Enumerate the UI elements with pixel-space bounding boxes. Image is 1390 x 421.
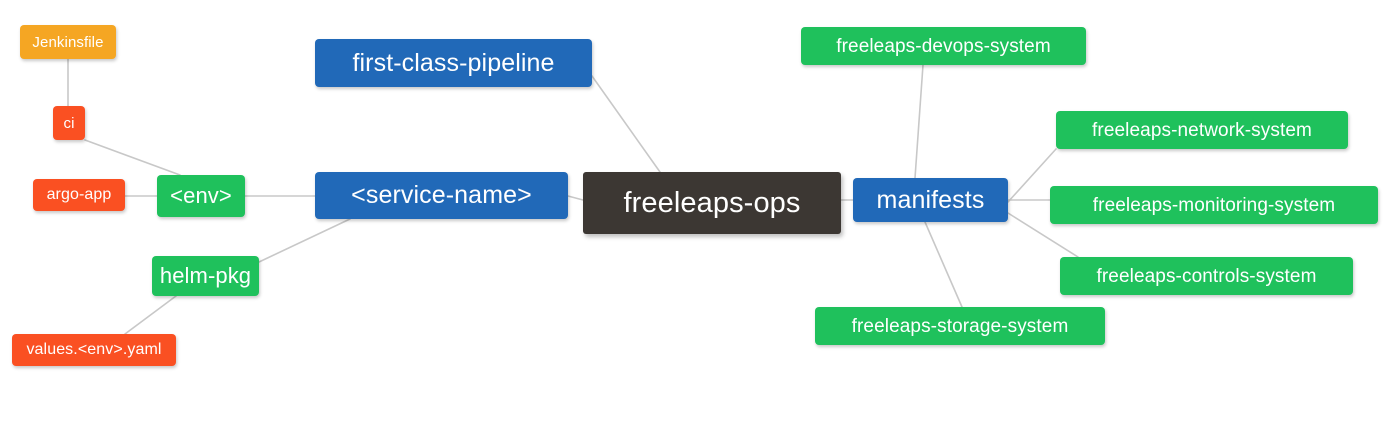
mindmap-node-label: freeleaps-network-system	[1092, 119, 1312, 141]
mindmap-node-label: Jenkinsfile	[32, 33, 104, 51]
mindmap-node-freeleaps-monitoring-system[interactable]: freeleaps-monitoring-system	[1050, 186, 1378, 224]
mindmap-node-label: argo-app	[46, 186, 112, 203]
mindmap-node-label: freeleaps-monitoring-system	[1092, 194, 1336, 216]
mindmap-node-label: values.<env>.yaml	[26, 341, 162, 358]
mindmap-node-label: first-class-pipeline	[352, 48, 555, 77]
mindmap-node-label: freeleaps-controls-system	[1096, 265, 1317, 287]
mindmap-node-ci[interactable]: ci	[53, 106, 85, 140]
mindmap-node-first-class-pipeline[interactable]: first-class-pipeline	[315, 39, 592, 87]
edge-manifests-to-freeleaps-devops-system	[914, 64, 924, 179]
mindmap-node-freeleaps-ops[interactable]: freeleaps-ops	[583, 172, 841, 234]
mindmap-node-label: ci	[63, 114, 75, 132]
mindmap-node-label: manifests	[876, 185, 985, 214]
edge-service-name-to-freeleaps-ops	[567, 195, 584, 201]
mindmap-node-freeleaps-devops-system[interactable]: freeleaps-devops-system	[801, 27, 1086, 65]
mindmap-node-label: <env>	[170, 183, 232, 208]
edge-ci-to-env	[84, 139, 181, 176]
mindmap-node-label: <service-name>	[351, 181, 532, 209]
mindmap-node-manifests[interactable]: manifests	[853, 178, 1008, 222]
edge-values-yaml-to-helm-pkg	[124, 295, 177, 335]
mindmap-node-label: freeleaps-storage-system	[851, 315, 1069, 337]
mindmap-node-freeleaps-storage-system[interactable]: freeleaps-storage-system	[815, 307, 1105, 345]
mindmap-node-jenkinsfile[interactable]: Jenkinsfile	[20, 25, 116, 59]
edge-manifests-to-freeleaps-network-system	[1007, 148, 1057, 203]
mindmap-node-argo-app[interactable]: argo-app	[33, 179, 125, 211]
edge-manifests-to-freeleaps-storage-system	[924, 221, 963, 308]
mindmap-node-label: freeleaps-devops-system	[836, 35, 1051, 57]
edge-helm-pkg-to-service-name	[258, 218, 351, 263]
edge-first-class-pipeline-to-freeleaps-ops	[591, 75, 661, 173]
mindmap-node-freeleaps-controls-system[interactable]: freeleaps-controls-system	[1060, 257, 1353, 295]
mindmap-node-label: freeleaps-ops	[623, 186, 801, 219]
mindmap-node-helm-pkg[interactable]: helm-pkg	[152, 256, 259, 296]
mindmap-node-label: helm-pkg	[159, 263, 252, 288]
mindmap-node-env[interactable]: <env>	[157, 175, 245, 217]
mindmap-node-service-name[interactable]: <service-name>	[315, 172, 568, 219]
mindmap-node-values-yaml[interactable]: values.<env>.yaml	[12, 334, 176, 366]
mindmap-node-freeleaps-network-system[interactable]: freeleaps-network-system	[1056, 111, 1348, 149]
